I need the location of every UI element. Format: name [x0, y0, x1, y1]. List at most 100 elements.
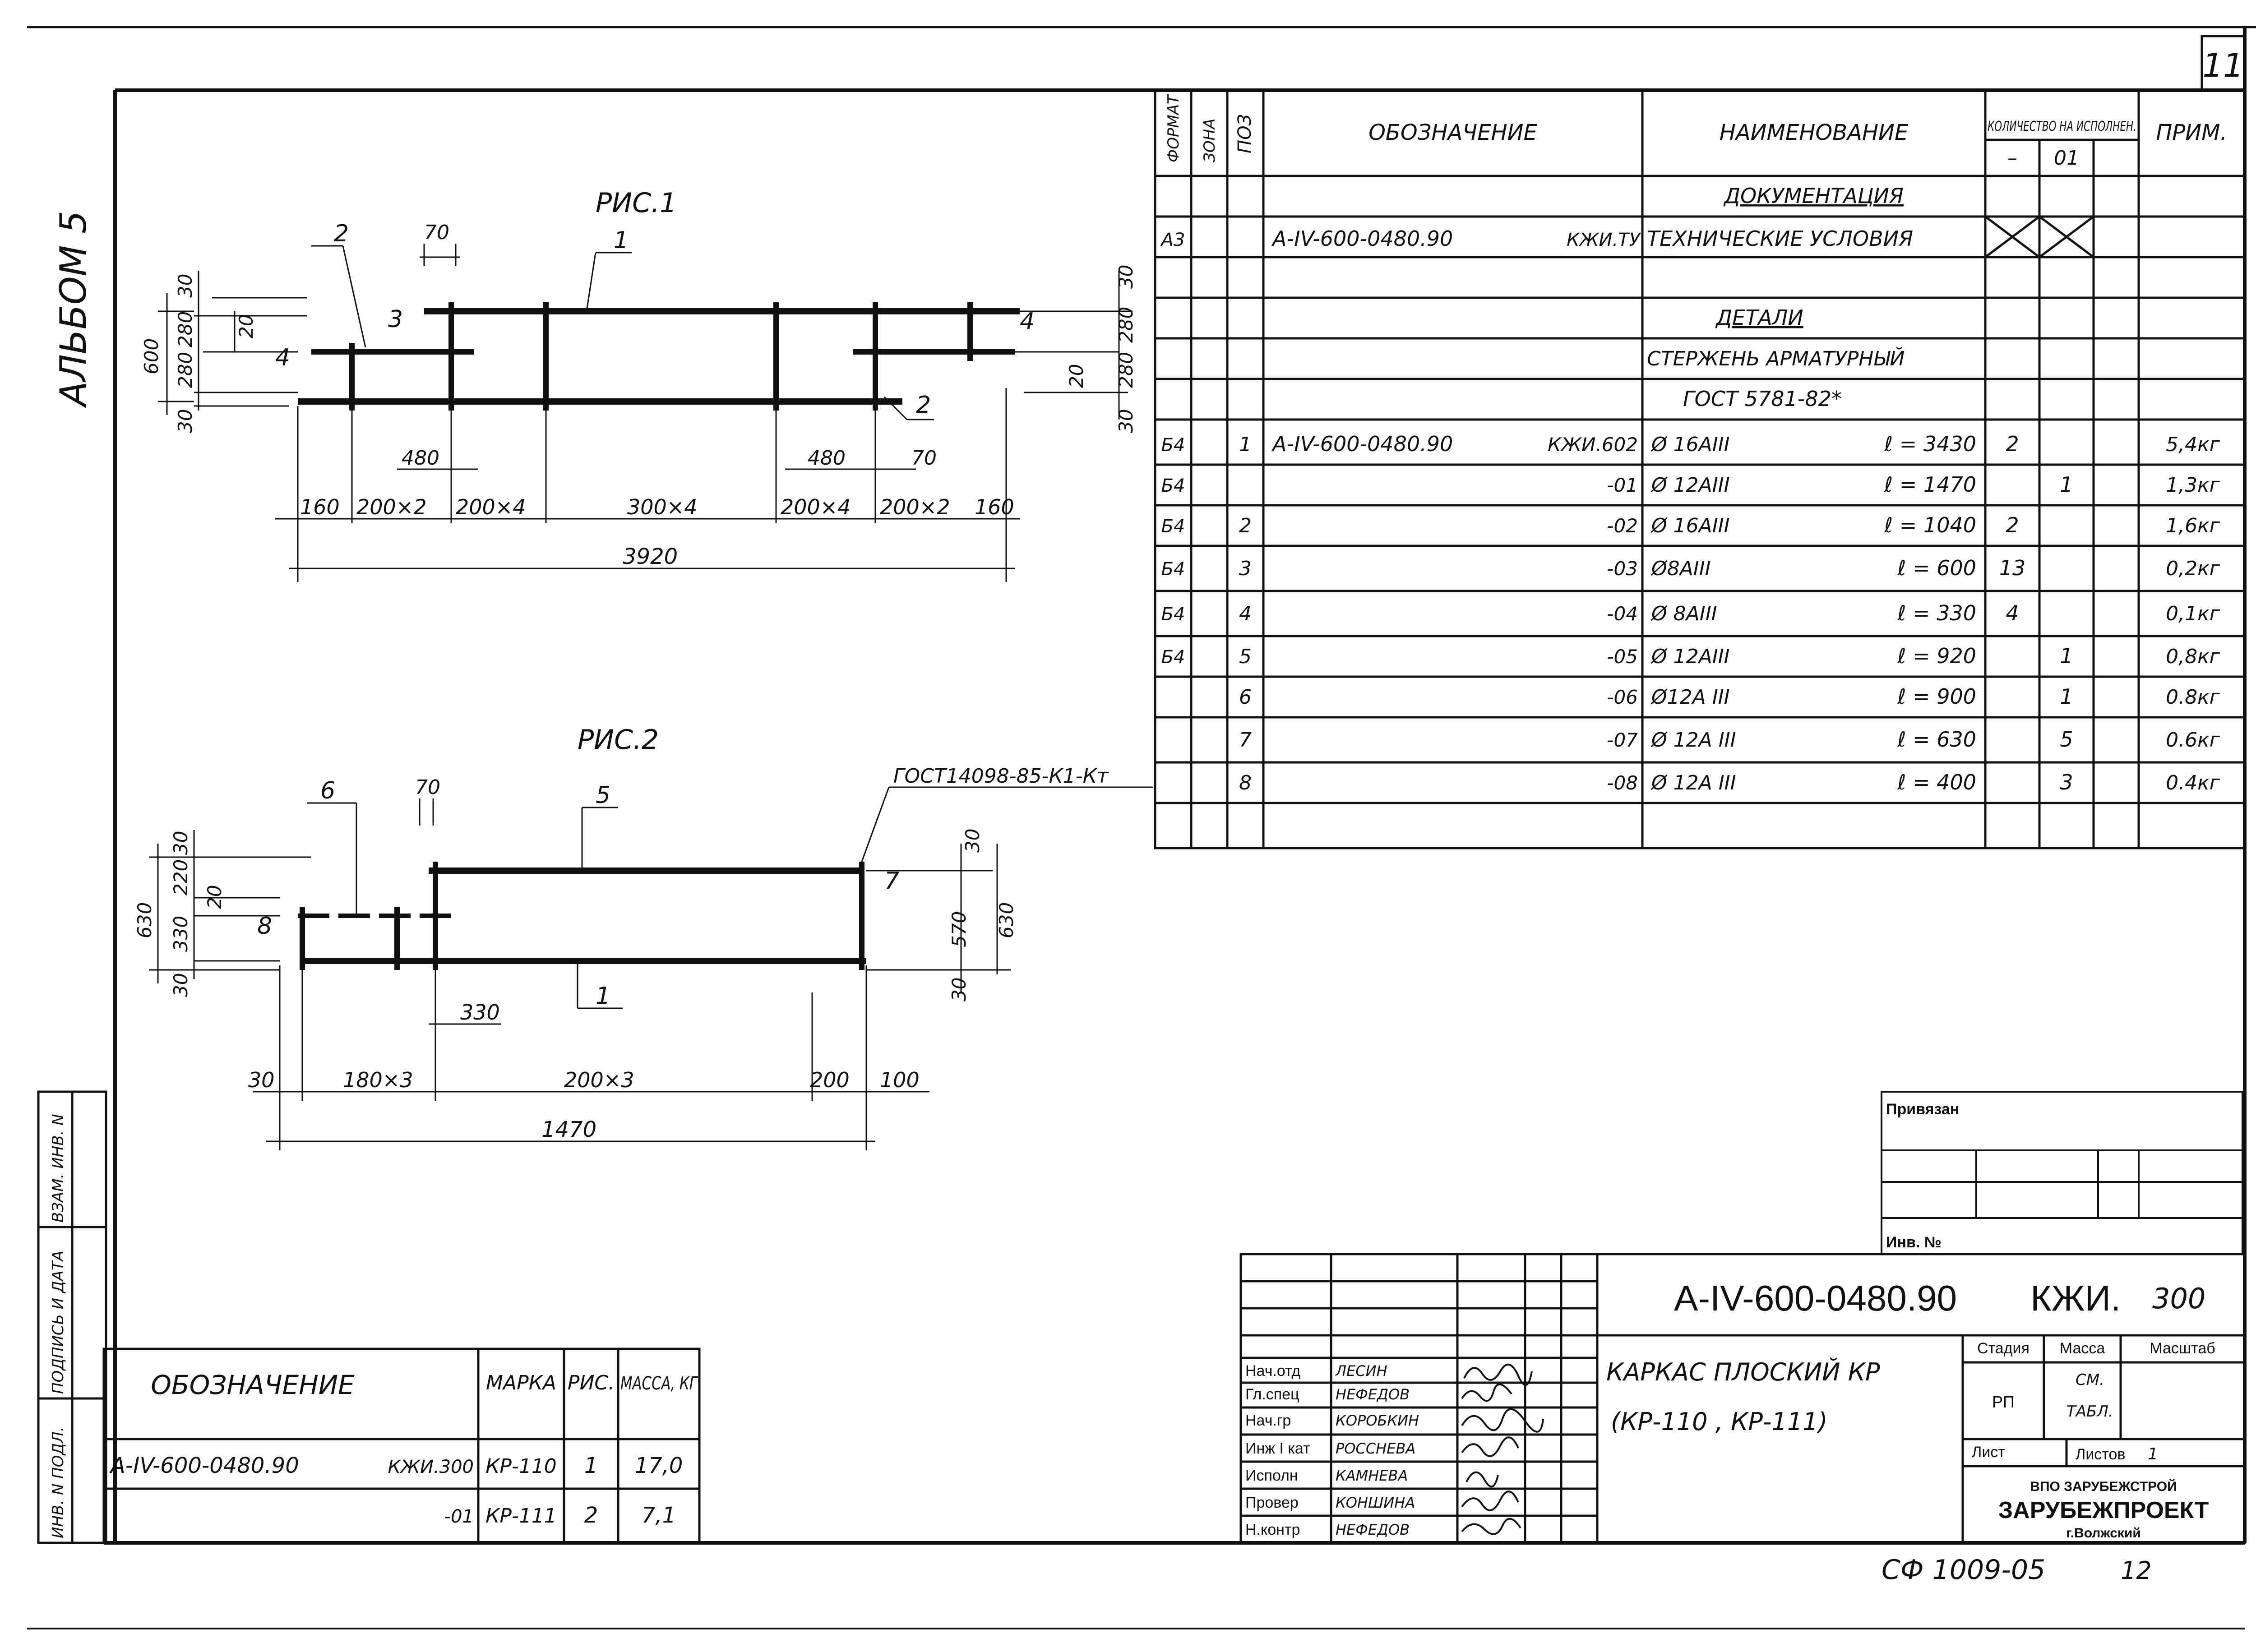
attach-title: Привязан	[1886, 1101, 1959, 1118]
spec-row-bar: Ø 16АIII	[1650, 433, 1730, 456]
spec-row-code: -05	[1607, 646, 1638, 668]
fig1-dim-30b: 30	[174, 409, 196, 433]
spec-header-qty-col2: 01	[2054, 147, 2079, 170]
fig1-dim-280b: 280	[174, 352, 196, 388]
album-label: АЛЬБОМ 5	[52, 211, 94, 408]
fig1-pos-4a: 4	[275, 344, 290, 371]
spec-row-code: -01	[1607, 474, 1638, 496]
fig2-dim-20: 20	[203, 885, 226, 909]
mark-row-mark: КР-111	[485, 1504, 557, 1527]
spec-row-length: ℓ = 900	[1897, 684, 1976, 709]
doc-code: КЖИ.	[2030, 1278, 2121, 1318]
doc-row-designation: А-IV-600-0480.90	[1271, 226, 1453, 251]
spec-row-pos: 5	[1239, 645, 1252, 668]
fig1-chain-4: 200×4	[781, 495, 851, 519]
fig1-pos-4b: 4	[1020, 308, 1035, 335]
spec-row-format: Б4	[1161, 475, 1185, 496]
side-stamp	[37, 1090, 107, 1544]
signer-role: Гл.спец	[1245, 1386, 1299, 1403]
fig1-chain-3: 300×4	[627, 495, 698, 519]
spec-row-note: 0.8кг	[2166, 686, 2220, 709]
mass-label: Масса	[2060, 1340, 2105, 1357]
fig1-dim-70b: 70	[911, 447, 937, 470]
signer-name: ЛЕСИН	[1335, 1362, 1387, 1380]
fig1-chain-5: 200×2	[880, 495, 950, 519]
spec-row-code: -06	[1607, 686, 1638, 708]
spec-row-code: -04	[1607, 603, 1638, 625]
spec-row-qty1: 2	[2006, 432, 2019, 456]
fig2-total: 1470	[541, 1117, 596, 1142]
side-stamp-replace: ВЗАМ. ИНВ. N	[49, 1114, 67, 1223]
spec-row-length: ℓ = 330	[1897, 601, 1976, 625]
spec-row-pos: 2	[1239, 514, 1252, 537]
spec-header-qty: КОЛИЧЕСТВО НА ИСПОЛНЕН.	[1988, 119, 2136, 134]
fig2-chain-1: 180×3	[343, 1068, 413, 1092]
spec-row-pos: 6	[1239, 686, 1252, 709]
spec-parts-name-2: ГОСТ 5781-82*	[1683, 387, 1842, 411]
fig1-chain-6: 160	[975, 495, 1014, 519]
drawing-title-line1: КАРКАС ПЛОСКИЙ КР	[1606, 1358, 1880, 1386]
mark-row-mass: 7,1	[642, 1503, 676, 1528]
spec-row-bar: Ø 12А III	[1650, 729, 1736, 752]
fig1-dim-480a: 480	[402, 447, 439, 470]
spec-row-length: ℓ = 600	[1897, 556, 1976, 580]
mark-row-mass: 17,0	[635, 1453, 683, 1478]
mark-header-mass: МАССА, КГ	[620, 1373, 698, 1394]
spec-row-format: Б4	[1161, 516, 1185, 537]
spec-row-bar: Ø 12АIII	[1650, 645, 1730, 668]
org-3: г.Волжский	[2066, 1526, 2141, 1541]
fig1-dim-280r2: 280	[1115, 352, 1137, 388]
spec-row-length: ℓ = 400	[1897, 770, 1976, 794]
figure-1-drawing	[158, 244, 1133, 582]
fig1-chain-2: 200×4	[456, 495, 526, 519]
spec-row-qty1: 4	[2006, 601, 2019, 625]
spec-row-qty2: 1	[2060, 472, 2073, 497]
scale-label: Масштаб	[2150, 1340, 2215, 1357]
spec-header-format: ФОРМАТ	[1165, 94, 1183, 162]
bottom-code-number: 12	[2121, 1556, 2152, 1585]
fig1-total: 3920	[623, 544, 678, 569]
signer-role: Инж I кат	[1245, 1440, 1310, 1457]
spec-row-length: ℓ = 1040	[1884, 513, 1976, 537]
spec-row-pos: 7	[1239, 729, 1252, 752]
spec-row-format: Б4	[1161, 559, 1185, 580]
mass-value-2: ТАБЛ.	[2066, 1403, 2113, 1421]
mark-header-fig: РИС.	[568, 1371, 615, 1394]
org-1: ВПО ЗАРУБЕЖСТРОЙ	[2030, 1479, 2177, 1494]
spec-row-format: Б4	[1161, 604, 1185, 625]
signer-name: РОССНЕВА	[1336, 1440, 1415, 1457]
fig2-pos-7: 7	[884, 868, 899, 895]
spec-header-note: ПРИМ.	[2156, 120, 2227, 145]
fig1-pos-2a: 2	[334, 220, 349, 247]
doc-row-name: ТЕХНИЧЕСКИЕ УСЛОВИЯ	[1647, 226, 1913, 251]
signer-role: Нач.гр	[1245, 1412, 1291, 1429]
spec-row-note: 0,1кг	[2166, 602, 2220, 625]
spec-row-format: Б4	[1161, 435, 1185, 456]
spec-parts-name-1: СТЕРЖЕНЬ АРМАТУРНЫЙ	[1647, 346, 1905, 370]
mark-row-mark: КР-110	[485, 1455, 557, 1478]
spec-row-pos: 8	[1239, 771, 1252, 794]
spec-row-note: 5,4кг	[2166, 433, 2220, 456]
fig2-chain-4: 100	[880, 1068, 920, 1092]
spec-row-bar: Ø 12А III	[1650, 771, 1736, 794]
fig1-chain-1: 200×2	[356, 495, 427, 519]
spec-row-code: -08	[1607, 772, 1638, 794]
spec-row-pos: 3	[1239, 557, 1252, 580]
spec-row-qty1: 13	[1999, 556, 2026, 580]
spec-header-designation: ОБОЗНАЧЕНИЕ	[1368, 120, 1537, 145]
spec-row-length: ℓ = 630	[1897, 727, 1976, 752]
figure-2-drawing	[149, 786, 1153, 1150]
spec-row-format: Б4	[1161, 647, 1185, 668]
fig2-dim-30b: 30	[170, 973, 192, 997]
fig2-dim-30a: 30	[170, 831, 192, 855]
spec-row-qty2: 3	[2060, 770, 2073, 794]
mark-table-grid	[102, 1347, 701, 1544]
fig2-dim-220: 220	[170, 859, 192, 895]
spec-row-note: 0,8кг	[2166, 645, 2220, 668]
fig2-title: РИС.2	[578, 724, 659, 756]
fig1-dim-280a: 280	[174, 311, 196, 347]
fig2-pos-6: 6	[320, 777, 335, 804]
